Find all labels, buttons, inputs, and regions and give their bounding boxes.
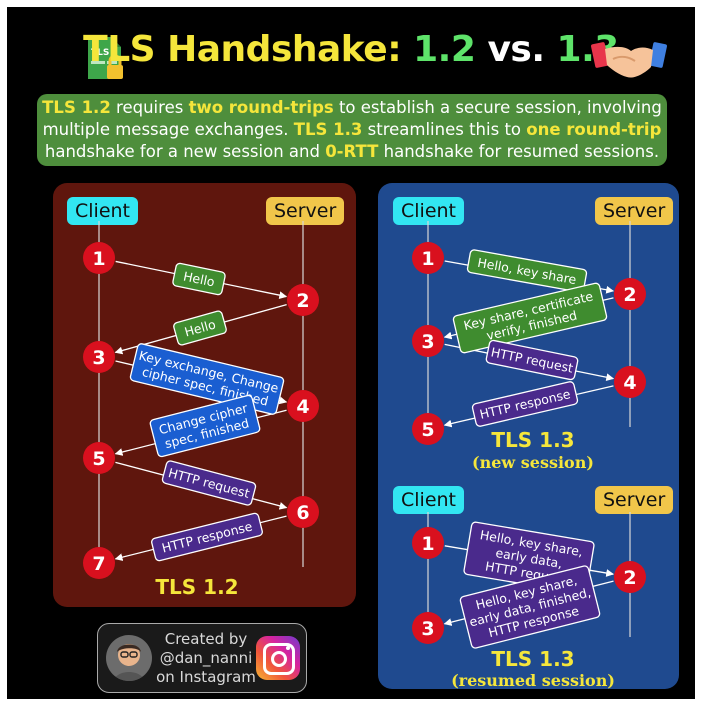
handshake-icon bbox=[591, 42, 667, 78]
tls12-caption: TLS 1.2 bbox=[155, 575, 239, 599]
tls13_new-step-5 bbox=[412, 413, 444, 445]
tls12-step-5-label: 5 bbox=[92, 448, 105, 470]
intro-s7: one round-trip bbox=[526, 120, 662, 139]
tls13-resumed-server-header: Server bbox=[595, 486, 674, 514]
tls13_resumed-step-3 bbox=[412, 612, 444, 644]
tls13_new-step-3 bbox=[412, 325, 444, 357]
tls13-new-client-header: Client bbox=[393, 197, 465, 225]
tls13_resumed-step-1 bbox=[412, 527, 444, 559]
tls12-step-2-label: 2 bbox=[296, 290, 309, 312]
intro-s1: TLS 1.2 bbox=[42, 98, 111, 117]
tls13_resumed-step-2-label: 2 bbox=[623, 567, 636, 589]
tls12-step-5 bbox=[83, 442, 115, 474]
certificate-file-icon: TLS bbox=[88, 37, 123, 79]
tls13_new-message-2-box bbox=[452, 282, 608, 354]
tls13-resumed-client-header: Client bbox=[393, 486, 465, 514]
tls12-step-6 bbox=[287, 496, 319, 528]
tls13_new-message-3-box bbox=[485, 339, 579, 381]
tls12-step-6-label: 6 bbox=[296, 502, 309, 524]
tls13_resumed-step-2 bbox=[614, 561, 646, 593]
tls13_new-message-1: Hello, key share bbox=[466, 249, 588, 293]
intro-s9: 0-RTT bbox=[325, 142, 379, 161]
tls12-message-6-box bbox=[151, 512, 263, 562]
tls12-message-2-box bbox=[173, 310, 227, 346]
file-badge-label: TLS bbox=[91, 48, 109, 58]
intro-s8: handshake for a new session and bbox=[44, 142, 326, 161]
creator-credit-card: Created by @dan_nanni on Instagram bbox=[97, 623, 307, 693]
tls13_resumed-step-3-label: 3 bbox=[421, 618, 434, 640]
tls13_new-step-1-label: 1 bbox=[421, 248, 434, 270]
tls12-step-3-label: 3 bbox=[92, 347, 105, 369]
tls13-resumed-caption: TLS 1.3 bbox=[491, 647, 575, 671]
tls12-message-1: Hello bbox=[172, 262, 226, 296]
credit-text: Created by @dan_nanni on Instagram bbox=[156, 630, 256, 687]
tls13_new-step-3-label: 3 bbox=[421, 331, 434, 353]
tls13_new-step-2 bbox=[614, 278, 646, 310]
tls13-new-subcaption: (new session) bbox=[472, 453, 594, 472]
tls12-step-7-label: 7 bbox=[92, 553, 105, 575]
title-text: TLS Handshake: bbox=[83, 29, 414, 70]
tls12-step-1-label: 1 bbox=[92, 248, 105, 270]
tls13_new-message-4: HTTP response bbox=[471, 381, 579, 427]
title-version-12: 1.2 bbox=[413, 29, 476, 70]
avatar bbox=[106, 635, 152, 681]
intro-s2: requires bbox=[110, 98, 189, 117]
tls13-resumed-subcaption: (resumed session) bbox=[451, 671, 615, 690]
tls13_new-step-5-label: 5 bbox=[421, 419, 434, 441]
intro-s4: to establish a secure session, involving… bbox=[42, 98, 662, 139]
tls13_new-message-1-box bbox=[466, 249, 588, 293]
page-title: TLS Handshake: 1.2 vs. 1.3 bbox=[7, 29, 695, 70]
tls13-new-caption: TLS 1.3 bbox=[491, 428, 575, 452]
title-vs: vs. bbox=[475, 29, 557, 70]
tls13_new-step-2-label: 2 bbox=[623, 284, 636, 306]
tls12-step-4 bbox=[287, 390, 319, 422]
tls12-message-5-box bbox=[161, 460, 257, 506]
tls12-message-6: HTTP response bbox=[151, 512, 263, 562]
credit-line3: on Instagram bbox=[156, 668, 256, 686]
tls12-step-3 bbox=[83, 341, 115, 373]
credit-line1: Created by bbox=[164, 630, 248, 648]
tls13_new-message-4-text: HTTP response bbox=[478, 386, 572, 422]
tls12-step-4-label: 4 bbox=[296, 396, 309, 418]
tls13_resumed-message-2-box bbox=[459, 565, 601, 649]
instagram-icon[interactable] bbox=[256, 636, 300, 680]
intro-s10: handshake for resumed sessions. bbox=[378, 142, 660, 161]
credit-line2: @dan_nanni bbox=[159, 649, 253, 667]
tls13-new-server-header: Server bbox=[595, 197, 674, 225]
tls12-server-header: Server bbox=[266, 197, 345, 225]
tls13_resumed-step-1-label: 1 bbox=[421, 533, 434, 555]
tls12-message-4-box bbox=[149, 394, 261, 458]
tls12-step-2 bbox=[287, 284, 319, 316]
tls12-message-5: HTTP request bbox=[161, 460, 257, 506]
tls12-message-2: Hello bbox=[173, 310, 227, 346]
tls13_new-step-4-label: 4 bbox=[623, 372, 636, 394]
tls13_new-message-3: HTTP request bbox=[485, 339, 579, 381]
intro-s5: TLS 1.3 bbox=[293, 120, 363, 139]
tls12-client-header: Client bbox=[67, 197, 139, 225]
tls12-message-1-text: Hello bbox=[182, 268, 216, 289]
infographic-canvas: TLS TLS Handshake: 1.2 vs. 1.3 TLS 1.2 r… bbox=[7, 7, 695, 699]
intro-s6: streamlines this to bbox=[362, 120, 527, 139]
tls13_new-step-1 bbox=[412, 242, 444, 274]
tls13_new-step-4 bbox=[614, 366, 646, 398]
intro-s3: two round-trips bbox=[188, 98, 334, 117]
tls12-message-1-box bbox=[172, 262, 226, 296]
tls12-step-1 bbox=[83, 242, 115, 274]
tls12-step-7 bbox=[83, 547, 115, 579]
tls13_new-message-4-box bbox=[471, 381, 579, 427]
intro-callout: TLS 1.2 requires two round-trips to esta… bbox=[37, 94, 667, 166]
